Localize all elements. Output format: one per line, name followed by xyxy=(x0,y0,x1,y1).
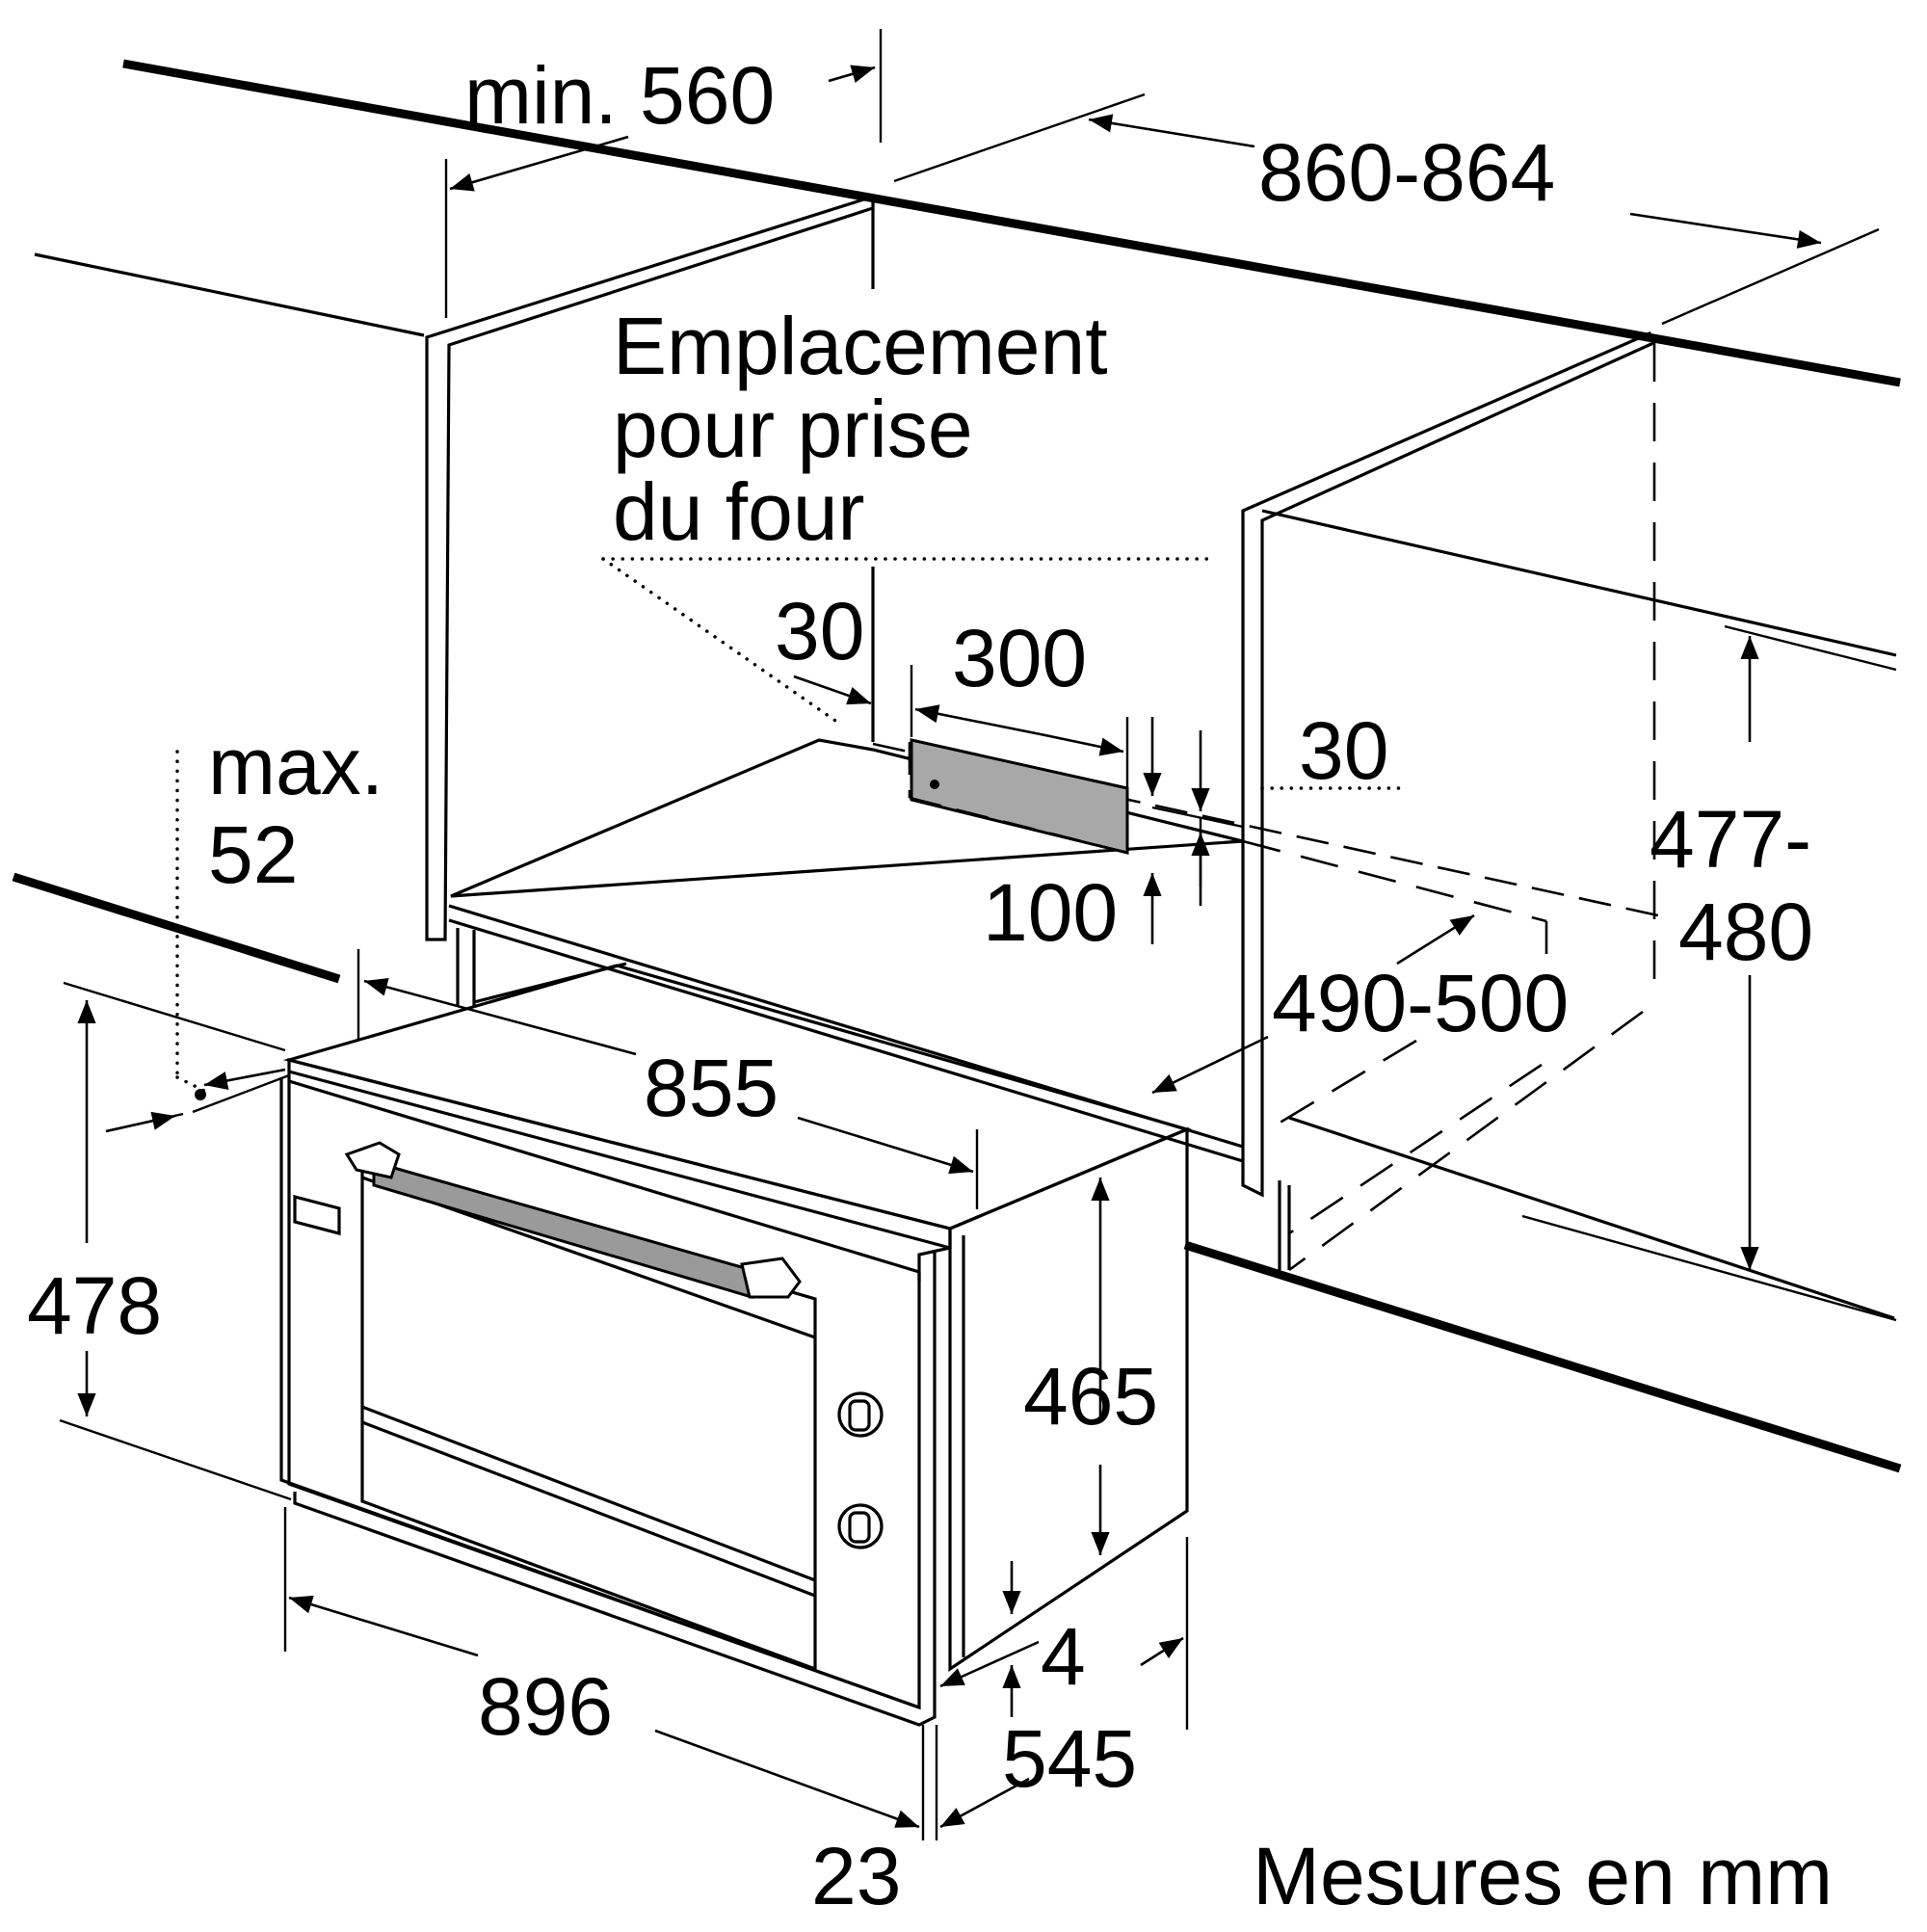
arrow-855-right xyxy=(797,1116,974,1175)
right-wall-top-line xyxy=(1261,509,1897,657)
arrow-52-upper xyxy=(203,1068,286,1090)
arrow-300-left xyxy=(914,704,1042,736)
back-dashed-line-lower xyxy=(1242,839,1547,923)
arrow-490-lower xyxy=(1151,1035,1269,1095)
countertop-front-edge-right xyxy=(1183,1240,1902,1473)
cabinet-left-wall xyxy=(425,194,875,941)
shelf-front-edge-lower xyxy=(448,918,1244,1163)
label-300: 300 xyxy=(952,613,1087,703)
arrow-860-right xyxy=(1629,212,1822,249)
dimension-labels: min. 560 860-864 Emplacement pour prise … xyxy=(27,50,1833,1921)
oven-right-side xyxy=(948,1126,1189,1672)
arrow-896-right xyxy=(654,1729,920,1829)
oven-front-bottom-lip xyxy=(293,1253,937,1727)
socket-zone xyxy=(601,557,1409,855)
arrow-490-upper xyxy=(1396,913,1475,966)
arrow-52-lower xyxy=(105,1111,176,1133)
cabinet-shelf-top xyxy=(450,738,1244,898)
oven-top-front-edge xyxy=(288,1070,951,1250)
arrow-860-left xyxy=(1088,114,1255,148)
back-dashed-line-upper xyxy=(872,742,1668,919)
label-855: 855 xyxy=(644,1043,779,1133)
label-30-left: 30 xyxy=(775,586,864,676)
label-30-right: 30 xyxy=(1299,705,1388,796)
ext-860-left xyxy=(893,93,1146,183)
label-896: 896 xyxy=(478,1661,613,1752)
control-knob-upper xyxy=(837,1391,884,1438)
label-465: 465 xyxy=(1023,1351,1158,1442)
label-860-864: 860-864 xyxy=(1258,127,1555,218)
handle-bracket-right xyxy=(740,1257,802,1299)
floor-dashed-diagonal-b xyxy=(1271,1039,1417,1129)
handle-bracket-left xyxy=(344,1141,401,1179)
arrow-30-left xyxy=(793,675,872,705)
cabinet-right-wall xyxy=(1241,331,1656,1198)
arrow-896-left xyxy=(288,1595,479,1657)
floor-dashed-diagonal-c xyxy=(1288,1063,1543,1235)
leader-dotted-socket xyxy=(601,557,840,725)
floor-dashed-diagonal-a xyxy=(1288,1010,1644,1272)
socket-zone-rectangle xyxy=(910,738,1129,855)
ext-478-bottom xyxy=(59,1418,292,1501)
arrow-300-right xyxy=(1040,732,1124,756)
oven-display xyxy=(293,1194,341,1236)
label-4: 4 xyxy=(1041,1611,1086,1702)
oven-door-glass-bottom xyxy=(361,1405,816,1582)
oven-door-glass-bottom-2 xyxy=(361,1420,816,1598)
ext-52-upper xyxy=(192,1073,290,1114)
dimension-arrows xyxy=(77,65,1822,1829)
ext-52-dotted-corner xyxy=(175,1075,206,1093)
label-480: 480 xyxy=(1678,887,1813,977)
label-490-500: 490-500 xyxy=(1272,958,1569,1048)
control-knob-lower xyxy=(837,1503,884,1549)
oven xyxy=(279,964,1192,1727)
socket-zone-dashed-bottom xyxy=(909,796,1128,855)
arrow-545-left xyxy=(939,1640,1040,1688)
ext-30-right xyxy=(1151,806,1244,829)
ext-478-top xyxy=(63,981,286,1052)
label-min-560: min. 560 xyxy=(464,50,775,141)
oven-front-outline xyxy=(279,1077,920,1709)
wall-line-left xyxy=(34,252,425,337)
oven-front-top-band xyxy=(288,1079,920,1274)
label-478: 478 xyxy=(27,1260,162,1351)
label-100: 100 xyxy=(983,867,1118,958)
ext-477-top xyxy=(1724,624,1897,672)
label-477: 477- xyxy=(1650,794,1811,885)
label-545: 545 xyxy=(1002,1713,1137,1804)
arrow-560-right xyxy=(828,65,876,83)
arrow-545-right xyxy=(1140,1636,1184,1667)
arrow-545-lower xyxy=(939,1777,1030,1829)
cabinet-base-right-line xyxy=(1288,1116,1895,1320)
oven-door-handle xyxy=(372,1160,753,1300)
label-max-52: 52 xyxy=(208,809,298,900)
ext-860-right xyxy=(1661,227,1880,326)
ext-477-bottom xyxy=(1521,1214,1897,1322)
label-max: max. xyxy=(208,721,383,811)
point-52 xyxy=(195,1089,206,1100)
label-emplacement-line2: pour prise xyxy=(613,384,973,474)
label-units: Mesures en mm xyxy=(1253,1831,1833,1921)
label-emplacement-line3: du four xyxy=(613,466,865,557)
label-emplacement-line1: Emplacement xyxy=(613,301,1108,391)
cabinet-niche xyxy=(34,194,1897,1320)
socket-point xyxy=(930,780,939,789)
arrow-855-left xyxy=(363,977,637,1056)
countertop-back-edge xyxy=(122,59,1901,387)
label-23: 23 xyxy=(811,1831,901,1921)
arrow-560-left xyxy=(449,135,629,192)
